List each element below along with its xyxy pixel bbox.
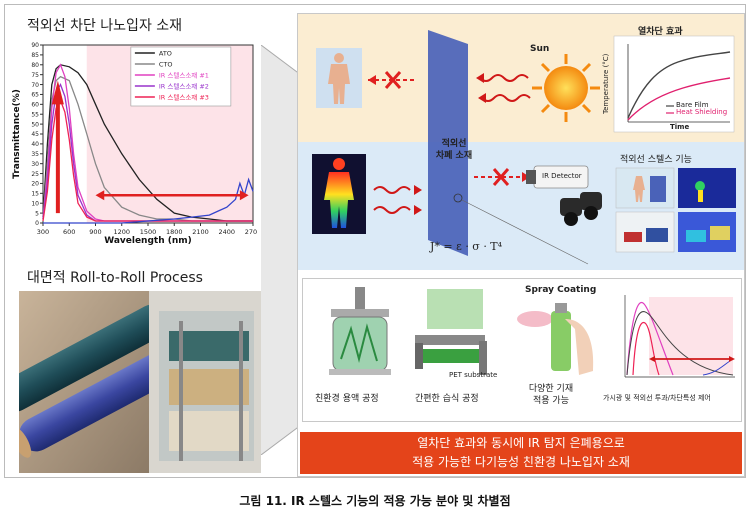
sun-label: Sun <box>530 44 550 54</box>
ir-detector-icon <box>526 165 589 189</box>
wet-process-icon <box>415 289 487 375</box>
y-tick-label: 45 <box>31 131 39 138</box>
x-tick-label: 300 <box>37 228 49 236</box>
blocked-arrow-top <box>368 71 416 89</box>
y-tick-label: 5 <box>35 210 39 217</box>
x-axis-label: Wavelength (nm) <box>104 236 192 246</box>
nanoparticle-title: 적외선 차단 나노입자 소재 <box>27 18 183 34</box>
y-tick-label: 55 <box>31 111 39 118</box>
connector-lines <box>261 45 301 455</box>
stealth-title: 적외선 스텔스 기능 <box>620 155 692 165</box>
x-tick-label: 2100 <box>192 228 209 236</box>
x-tick-label: 2400 <box>218 228 235 236</box>
process-caption-2: 간편한 습식 공정 <box>415 394 479 404</box>
legend-entry-2: IR 스텔스소재 #1 <box>159 72 209 80</box>
reactor-icon <box>329 287 391 375</box>
process-caption-4: 가시광 및 적외선 투과/차단특성 제어 <box>603 394 711 402</box>
x-tick-label: 600 <box>63 228 75 236</box>
y-tick-label: 80 <box>31 62 39 69</box>
pet-substrate-label: PET substrate <box>449 371 498 379</box>
mini-ylabel: Temperature (°C) <box>602 53 610 114</box>
process-caption-1: 친환경 용액 공정 <box>315 394 379 404</box>
spray-coating-icon <box>517 303 594 375</box>
application-panel: Sun 열차단 효과 Temperature (°C) Time Bare Fi… <box>297 13 745 477</box>
legend-bare-film: Bare Film <box>676 101 709 109</box>
emphasis-arrowhead-up <box>51 80 64 105</box>
figure-caption: 그림 11. IR 스텔스 기능의 적용 가능 분야 및 차별점 <box>239 494 511 508</box>
x-tick-label: 1800 <box>166 228 183 236</box>
process-caption-3: 다양한 기재 적용 가능 <box>528 384 574 406</box>
y-tick-label: 65 <box>31 92 39 99</box>
y-tick-label: 75 <box>31 72 39 79</box>
legend-heat-shielding: Heat Shielding <box>676 108 728 116</box>
y-tick-label: 50 <box>31 121 39 128</box>
y-tick-label: 10 <box>31 200 39 207</box>
human-figure <box>316 48 362 108</box>
emphasis-arrowhead-left <box>95 190 105 201</box>
x-tick-label: 900 <box>89 228 101 236</box>
blocked-arrow-mid <box>474 168 530 186</box>
mini-transmittance-chart <box>619 293 735 379</box>
formula: J* = ε · σ · T⁴ <box>430 240 503 253</box>
process-section: Spray Coating PET substrate 친환경 용액 공정 간편… <box>302 278 742 422</box>
process-svg <box>329 287 735 379</box>
y-tick-label: 35 <box>31 151 39 158</box>
legend-entry-4: IR 스텔스소재 #3 <box>159 94 209 102</box>
y-tick-label: 85 <box>31 52 39 59</box>
y-tick-label: 25 <box>31 171 39 178</box>
ir-detector-label: IR Detector <box>542 172 582 180</box>
radiation-waves-top <box>476 73 531 103</box>
stealth-function-tiles <box>615 167 736 253</box>
legend-box <box>130 46 232 107</box>
heat-effect-chart <box>613 35 735 133</box>
film-label: 적외선 차폐 소재 <box>435 139 473 161</box>
y-tick-label: 70 <box>31 82 39 89</box>
banner-line-2: 적용 가능한 다기능성 친환경 나노입자 소재 <box>412 455 630 469</box>
shielding-film <box>428 30 468 256</box>
spray-coating-label: Spray Coating <box>525 285 597 295</box>
legend-entry-0: ATO <box>159 50 172 58</box>
banner-line-1: 열차단 효과와 동시에 IR 탐지 은폐용으로 <box>417 436 625 450</box>
sun-icon <box>532 54 600 122</box>
legend-entry-3: IR 스텔스소재 #2 <box>159 83 209 91</box>
y-tick-label: 90 <box>31 42 39 49</box>
radiation-waves-mid <box>373 185 422 215</box>
y-tick-label: 30 <box>31 161 39 168</box>
x-tick-label: 1200 <box>113 228 130 236</box>
y-tick-label: 40 <box>31 141 39 148</box>
x-tick-label: 1500 <box>140 228 157 236</box>
y-tick-label: 20 <box>31 181 39 188</box>
mini-xlabel: Time <box>670 123 690 131</box>
y-tick-label: 0 <box>35 220 39 227</box>
y-tick-label: 15 <box>31 191 39 198</box>
thermal-body <box>312 154 366 234</box>
series-line-4 <box>42 98 253 222</box>
diagram-svg <box>312 30 736 265</box>
night-vision-goggles-icon <box>560 192 602 226</box>
roll-to-roll-title: 대면적 Roll-to-Roll Process <box>27 270 203 286</box>
emphasis-arrowhead-right <box>239 190 249 201</box>
y-tick-label: 60 <box>31 102 39 109</box>
summary-banner: 열차단 효과와 동시에 IR 탐지 은폐용으로 적용 가능한 다기능성 친환경 … <box>300 432 742 474</box>
legend-entry-1: CTO <box>159 61 173 69</box>
y-axis-label: Transmittance(%) <box>12 89 22 179</box>
roll-to-roll-photo <box>19 291 261 473</box>
heat-effect-title: 열차단 효과 <box>638 27 683 37</box>
